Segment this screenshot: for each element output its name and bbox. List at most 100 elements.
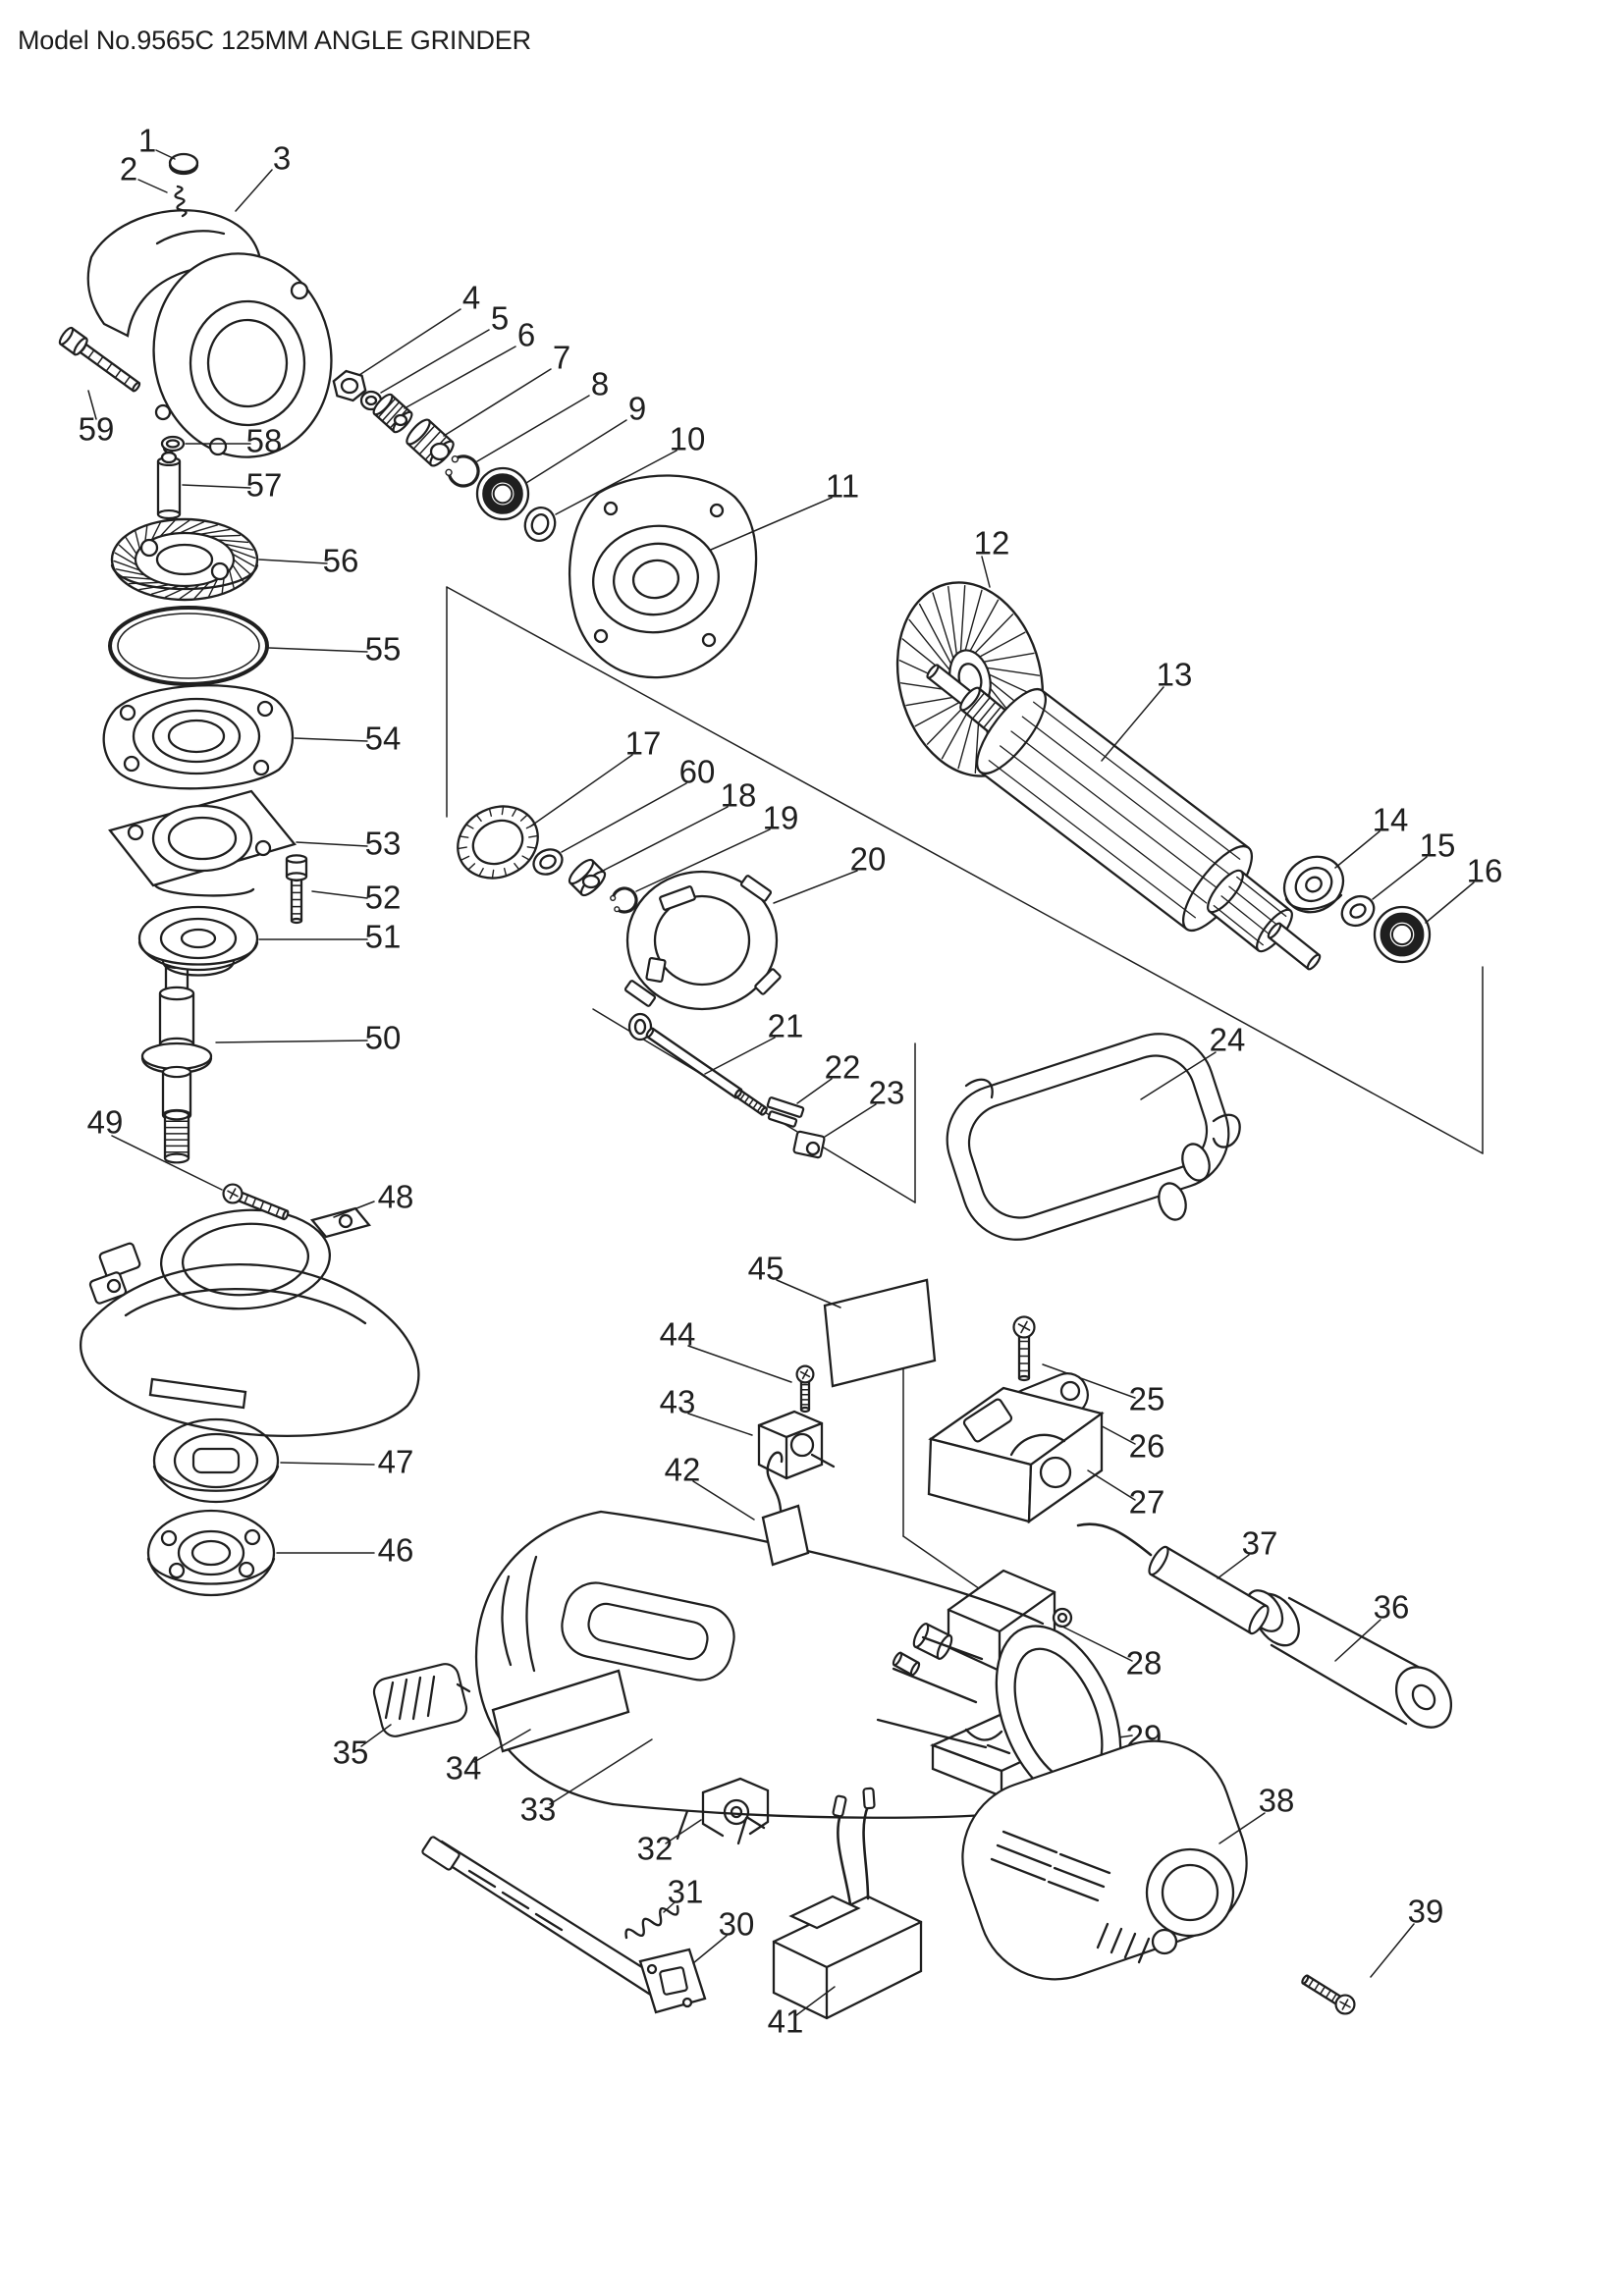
- leader-line: [796, 1078, 833, 1104]
- part-46: 46: [146, 1509, 413, 1597]
- leader-line: [773, 870, 858, 904]
- part-number-label: 41: [768, 2003, 804, 2040]
- part-16: 16: [1373, 853, 1503, 964]
- part-number-label: 1: [138, 123, 156, 159]
- leader-line: [687, 1345, 792, 1383]
- part-24: 24: [946, 1022, 1246, 1241]
- leader-line: [1334, 1619, 1381, 1662]
- leader-line: [981, 556, 991, 588]
- leader-line: [258, 559, 328, 564]
- part-number-label: 36: [1374, 1589, 1410, 1626]
- leader-line: [561, 782, 687, 853]
- part-number-label: 8: [591, 366, 609, 402]
- part-59: 59: [58, 326, 141, 448]
- part-number-label: 17: [625, 725, 662, 762]
- part-number-label: 20: [850, 841, 887, 878]
- part-7: 7: [406, 340, 570, 467]
- part-43: 43: [660, 1384, 836, 1480]
- leader-line: [665, 1819, 702, 1844]
- leader-line: [1425, 881, 1475, 924]
- leader-line: [137, 179, 168, 193]
- part-number-label: 55: [365, 631, 402, 667]
- leader-line: [1087, 1469, 1136, 1501]
- part-number-label: 23: [869, 1075, 905, 1111]
- part-18: 18: [568, 777, 756, 897]
- part-60: 60: [532, 754, 716, 876]
- part-number-label: 27: [1129, 1484, 1165, 1521]
- part-number-label: 26: [1129, 1428, 1165, 1465]
- leader-line: [663, 1901, 676, 1913]
- part-37: 37: [1076, 1522, 1277, 1635]
- part-number-label: 24: [1210, 1022, 1246, 1058]
- part-number-label: 30: [719, 1906, 755, 1943]
- leader-line: [360, 1724, 392, 1747]
- leader-line: [1334, 830, 1380, 869]
- leader-line: [635, 828, 771, 892]
- part-1: 1: [138, 123, 199, 176]
- leader-line: [1370, 1923, 1415, 1978]
- part-31: 31: [624, 1874, 704, 1940]
- leader-line: [476, 395, 590, 462]
- part-number-label: 59: [79, 411, 115, 448]
- part-number-label: 42: [665, 1452, 701, 1488]
- leader-line: [280, 1462, 375, 1466]
- part-number-label: 9: [628, 391, 646, 427]
- part-number-label: 10: [670, 421, 706, 457]
- part-54: 54: [102, 684, 401, 790]
- part-53: 53: [108, 789, 401, 897]
- leader-line: [235, 169, 273, 212]
- part-number-label: 60: [679, 754, 716, 790]
- part-number-label: 39: [1408, 1894, 1444, 1930]
- leader-line: [155, 149, 176, 160]
- part-number-label: 33: [520, 1791, 557, 1828]
- part-57: 57: [156, 441, 283, 520]
- part-49: 49: [87, 1104, 290, 1221]
- part-4: 4: [332, 280, 480, 402]
- leader-line: [473, 1729, 531, 1763]
- part-17: 17: [457, 725, 662, 880]
- part-number-label: 12: [974, 525, 1010, 561]
- page-title: Model No.9565C 125MM ANGLE GRINDER: [18, 26, 531, 55]
- part-44: 44: [660, 1316, 815, 1414]
- part-number-label: 5: [491, 300, 509, 337]
- leader-line: [1217, 1554, 1250, 1579]
- part-51: 51: [137, 905, 401, 977]
- part-36: 36: [1245, 1589, 1453, 1729]
- part-5: 5: [359, 300, 509, 411]
- leader-line: [710, 497, 833, 551]
- leader-line: [111, 1135, 223, 1191]
- leader-line: [1101, 686, 1164, 762]
- part-14: 14: [1282, 802, 1408, 914]
- part-6: 6: [372, 317, 535, 434]
- part-number-label: 52: [365, 880, 402, 916]
- part-30: 30: [421, 1836, 755, 2014]
- leader-line: [404, 346, 516, 409]
- leader-line: [555, 450, 677, 515]
- part-number-label: 58: [246, 423, 283, 459]
- leader-line: [1372, 856, 1428, 900]
- part-38: 38: [961, 1739, 1295, 1981]
- part-number-label: 31: [668, 1874, 704, 1910]
- part-35: 35: [333, 1663, 471, 1771]
- part-number-label: 11: [826, 468, 859, 505]
- part-number-label: 16: [1467, 853, 1503, 889]
- part-19: 19: [610, 800, 798, 914]
- leader-line: [692, 1935, 728, 1964]
- leader-line: [549, 1738, 653, 1805]
- leader-line: [358, 308, 461, 376]
- part-number-label: 4: [462, 280, 480, 316]
- part-number-label: 7: [553, 340, 570, 376]
- leader-line: [600, 806, 729, 873]
- leader-line: [311, 890, 368, 899]
- part-number-label: 34: [446, 1750, 482, 1787]
- leader-line: [1218, 1812, 1266, 1844]
- leader-line: [1059, 1625, 1133, 1662]
- part-27: 27: [927, 1386, 1165, 1524]
- part-number-label: 44: [660, 1316, 696, 1353]
- part-number-label: 38: [1259, 1783, 1295, 1819]
- leader-line: [443, 368, 552, 437]
- part-56: 56: [110, 517, 358, 602]
- part-number-label: 57: [246, 467, 283, 504]
- part-number-label: 47: [378, 1444, 414, 1480]
- leader-line: [215, 1040, 368, 1043]
